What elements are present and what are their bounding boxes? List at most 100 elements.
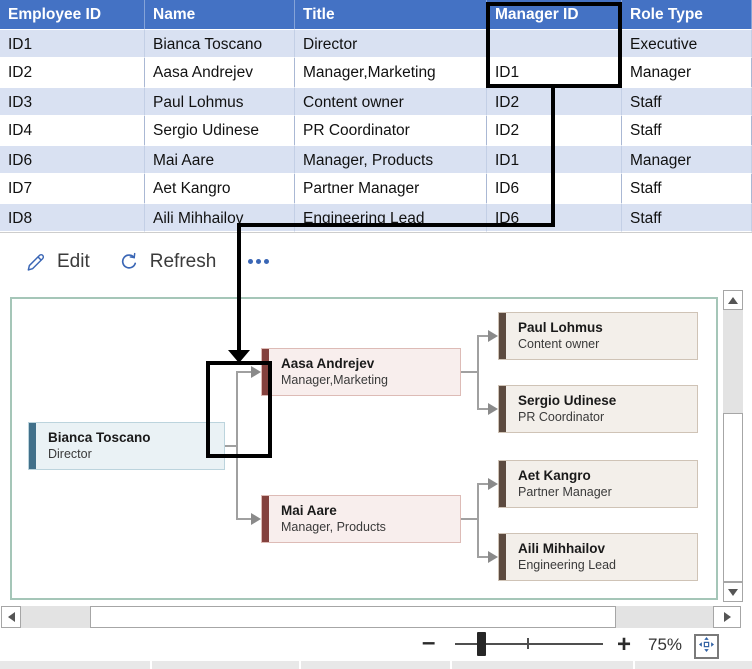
cell[interactable]: Manager xyxy=(622,145,752,174)
node-title: Manager, Products xyxy=(281,519,386,534)
cell[interactable]: Executive xyxy=(622,29,752,58)
connector-line xyxy=(236,371,252,373)
cell[interactable]: Engineering Lead xyxy=(295,203,487,232)
org-node-aet-kangro[interactable]: Aet Kangro Partner Manager xyxy=(498,460,698,508)
cell[interactable]: Manager xyxy=(622,58,752,87)
node-title: PR Coordinator xyxy=(518,409,605,424)
connector-arrow-icon xyxy=(251,513,261,525)
header-name[interactable]: Name xyxy=(145,0,295,29)
cell[interactable]: PR Coordinator xyxy=(295,116,487,145)
vertical-scrollbar[interactable] xyxy=(723,290,743,602)
connector-line xyxy=(477,483,489,485)
cell[interactable]: Manager, Products xyxy=(295,145,487,174)
triangle-left-icon xyxy=(7,612,15,622)
cell[interactable]: ID7 xyxy=(0,174,145,203)
cell[interactable]: Staff xyxy=(622,116,752,145)
node-accent-bar xyxy=(499,313,506,359)
zoom-slider-track[interactable] xyxy=(455,643,603,645)
zoom-out-button[interactable]: – xyxy=(422,629,436,656)
scroll-right-button[interactable] xyxy=(713,606,741,628)
connector-line xyxy=(477,556,489,558)
node-title: Manager,Marketing xyxy=(281,372,389,387)
scroll-down-button[interactable] xyxy=(723,582,743,602)
cell[interactable]: Director xyxy=(295,29,487,58)
connector-line xyxy=(236,371,238,520)
cell[interactable]: Paul Lohmus xyxy=(145,87,295,116)
zoom-in-button[interactable]: + xyxy=(617,631,632,658)
cell[interactable]: Manager,Marketing xyxy=(295,58,487,87)
org-node-paul-lohmus[interactable]: Paul Lohmus Content owner xyxy=(498,312,698,360)
cell[interactable]: Sergio Udinese xyxy=(145,116,295,145)
header-title[interactable]: Title xyxy=(295,0,487,29)
scroll-left-button[interactable] xyxy=(1,606,21,628)
node-title: Partner Manager xyxy=(518,484,612,499)
node-name: Bianca Toscano xyxy=(48,430,151,446)
table-row: ID6 Mai Aare Manager, Products ID1 Manag… xyxy=(0,145,752,174)
horizontal-scrollbar[interactable] xyxy=(1,606,741,628)
cell[interactable]: ID2 xyxy=(0,58,145,87)
zoom-slider-center-tick xyxy=(527,638,529,649)
cell[interactable]: Aet Kangro xyxy=(145,174,295,203)
cell[interactable]: ID1 xyxy=(487,145,622,174)
more-options-icon[interactable] xyxy=(248,259,253,264)
cell[interactable]: Content owner xyxy=(295,87,487,116)
node-accent-bar xyxy=(499,534,506,580)
zoom-slider-thumb[interactable] xyxy=(477,632,486,656)
addin-toolbar: Edit Refresh xyxy=(0,233,752,291)
cell[interactable]: Staff xyxy=(622,87,752,116)
table-row: ID2 Aasa Andrejev Manager,Marketing ID1 … xyxy=(0,58,752,87)
org-node-aili-mihhailov[interactable]: Aili Mihhailov Engineering Lead xyxy=(498,533,698,581)
table-row: ID8 Aili Mihhailov Engineering Lead ID6 … xyxy=(0,203,752,232)
node-name: Sergio Udinese xyxy=(518,393,617,409)
connector-arrow-icon xyxy=(488,403,498,415)
connector-line xyxy=(477,335,489,337)
cell[interactable]: ID1 xyxy=(487,58,622,87)
zoom-level-value: 75% xyxy=(648,635,683,654)
connector-line xyxy=(461,518,479,520)
cell[interactable]: ID4 xyxy=(0,116,145,145)
cell[interactable]: Staff xyxy=(622,174,752,203)
cell[interactable]: Bianca Toscano xyxy=(145,29,295,58)
employee-table: Employee ID Name Title Manager ID Role T… xyxy=(0,0,752,232)
cell[interactable]: ID2 xyxy=(487,87,622,116)
header-employee-id[interactable]: Employee ID xyxy=(0,0,145,29)
node-accent-bar xyxy=(29,423,36,469)
triangle-right-icon xyxy=(723,612,731,622)
cell[interactable]: ID1 xyxy=(0,29,145,58)
cell[interactable]: Aasa Andrejev xyxy=(145,58,295,87)
refresh-button[interactable]: Refresh xyxy=(118,251,216,273)
node-accent-bar xyxy=(262,349,269,395)
cell[interactable]: ID3 xyxy=(0,87,145,116)
vertical-scroll-thumb[interactable] xyxy=(723,413,743,582)
table-row: ID3 Paul Lohmus Content owner ID2 Staff xyxy=(0,87,752,116)
horizontal-scroll-thumb[interactable] xyxy=(90,606,616,628)
triangle-down-icon xyxy=(728,588,738,596)
cell[interactable]: ID6 xyxy=(487,174,622,203)
cell[interactable]: Partner Manager xyxy=(295,174,487,203)
cell[interactable]: ID8 xyxy=(0,203,145,232)
gridline xyxy=(633,661,635,669)
edit-label: Edit xyxy=(57,251,90,272)
cell[interactable]: ID6 xyxy=(0,145,145,174)
scroll-up-button[interactable] xyxy=(723,290,743,310)
fit-to-window-button[interactable] xyxy=(694,634,719,659)
org-node-mai-aare[interactable]: Mai Aare Manager, Products xyxy=(261,495,461,543)
edit-button[interactable]: Edit xyxy=(24,251,90,274)
table-row: ID7 Aet Kangro Partner Manager ID6 Staff xyxy=(0,174,752,203)
cell[interactable]: Mai Aare xyxy=(145,145,295,174)
cell[interactable]: ID6 xyxy=(487,203,622,232)
cell[interactable]: ID2 xyxy=(487,116,622,145)
cell[interactable]: Staff xyxy=(622,203,752,232)
header-manager-id[interactable]: Manager ID xyxy=(487,0,622,29)
connector-arrow-icon xyxy=(488,330,498,342)
header-role-type[interactable]: Role Type xyxy=(622,0,752,29)
connector-arrow-icon xyxy=(488,478,498,490)
cell[interactable]: Aili Mihhailov xyxy=(145,203,295,232)
cell[interactable] xyxy=(487,29,622,58)
org-node-aasa-andrejev[interactable]: Aasa Andrejev Manager,Marketing xyxy=(261,348,461,396)
org-node-bianca-toscano[interactable]: Bianca Toscano Director xyxy=(28,422,225,470)
pencil-icon xyxy=(24,251,47,274)
connector-line xyxy=(236,518,252,520)
org-node-sergio-udinese[interactable]: Sergio Udinese PR Coordinator xyxy=(498,385,698,433)
connector-line xyxy=(225,445,238,447)
